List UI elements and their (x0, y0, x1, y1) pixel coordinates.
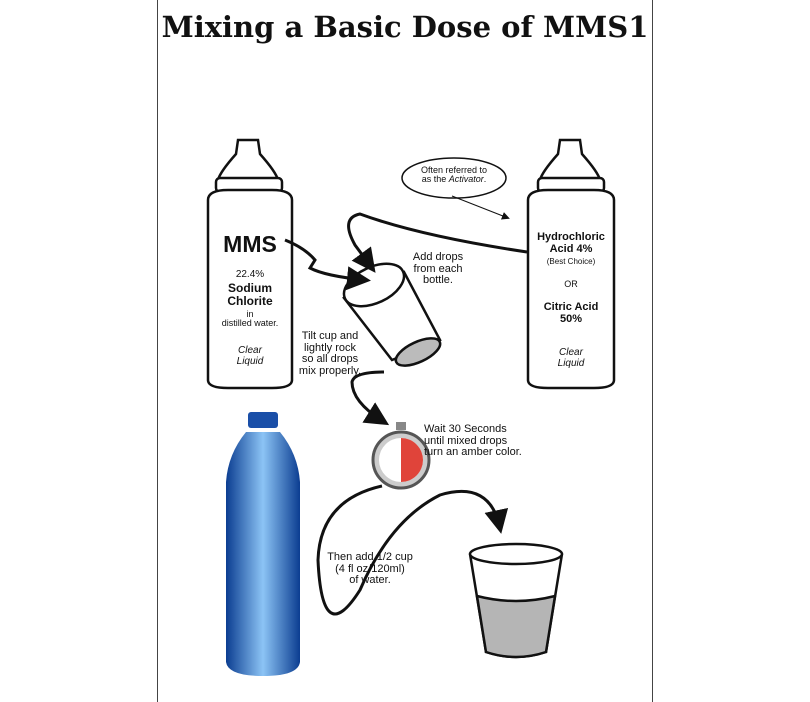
activator-or: OR (564, 279, 578, 289)
mms-liquid1: Clear (238, 345, 262, 356)
step-tilt-line: Tilt cup and (301, 330, 359, 342)
water-glass (468, 542, 564, 659)
mms-liquid2: Liquid (236, 355, 264, 367)
water-bottle (226, 412, 300, 676)
callout-activator: Activator (448, 174, 484, 185)
callout-text: Often referred to as the Activator. (404, 165, 504, 185)
step-tilt-line: lightly rock (304, 341, 356, 354)
step-water-line: (4 fl oz/120ml) (335, 562, 405, 575)
tilted-cup (342, 262, 442, 367)
step-wait-line: Wait 30 Seconds (424, 423, 507, 435)
flow-arrows (284, 212, 528, 616)
step-wait-line: turn an amber color. (424, 446, 522, 459)
activator-liquid: Clear Liquid (526, 347, 616, 369)
step-tilt: Tilt cup and lightly rock so all drops m… (290, 330, 370, 377)
activator-liquid2: Liquid (557, 357, 585, 369)
activator-line4: 50% (559, 312, 583, 325)
activator-bottle (526, 138, 616, 390)
mms-bottle (206, 138, 294, 390)
mms-percent: 22.4% (235, 269, 265, 280)
step-add-line: bottle. (423, 274, 453, 287)
activator-line2: Acid 4% (549, 242, 593, 255)
step-wait-line: until mixed drops (424, 434, 508, 447)
callout-line2a: as the (421, 174, 449, 185)
step-water-line: of water. (349, 574, 391, 587)
step-water: Then add 1/2 cup (4 fl oz/120ml) of wate… (318, 551, 422, 587)
step-tilt-line: so all drops (301, 353, 359, 366)
callout-line2c: . (483, 174, 487, 185)
mms-line3: in (246, 309, 254, 319)
step-add-line: from each (413, 262, 463, 275)
mms-line4: distilled water. (221, 318, 279, 329)
mms-line2: Chlorite (227, 293, 273, 308)
step-tilt-line: mix properly. (298, 364, 362, 377)
activator-liquid1: Clear (559, 347, 583, 358)
activator-citric: Citric Acid 50% (526, 301, 616, 325)
mms-label: MMS (223, 231, 277, 257)
callout-line1: Often referred to (420, 165, 488, 175)
page-title: Mixing a Basic Dose of MMS1 (161, 10, 649, 44)
mms-line1: Sodium (228, 281, 272, 295)
activator-line3: Citric Acid (543, 301, 599, 313)
activator-acid: Hydrochloric Acid 4% (526, 231, 616, 255)
mms-liquid: Clear Liquid (208, 345, 292, 367)
step-wait: Wait 30 Seconds until mixed drops turn a… (424, 423, 554, 459)
stopwatch-icon (371, 422, 431, 490)
activator-line1: Hydrochloric (537, 231, 605, 243)
mms-ingredient: Sodium Chlorite (204, 282, 296, 307)
callout-line2: as the Activator. (404, 175, 504, 184)
activator-note: (Best Choice) (546, 257, 596, 266)
mms-solvent: in distilled water. (200, 309, 300, 329)
callout-bubble (401, 157, 507, 199)
step-water-line: Then add 1/2 cup (327, 551, 413, 563)
step-add-line: Add drops (412, 251, 464, 263)
step-add-drops: Add drops from each bottle. (400, 251, 476, 287)
